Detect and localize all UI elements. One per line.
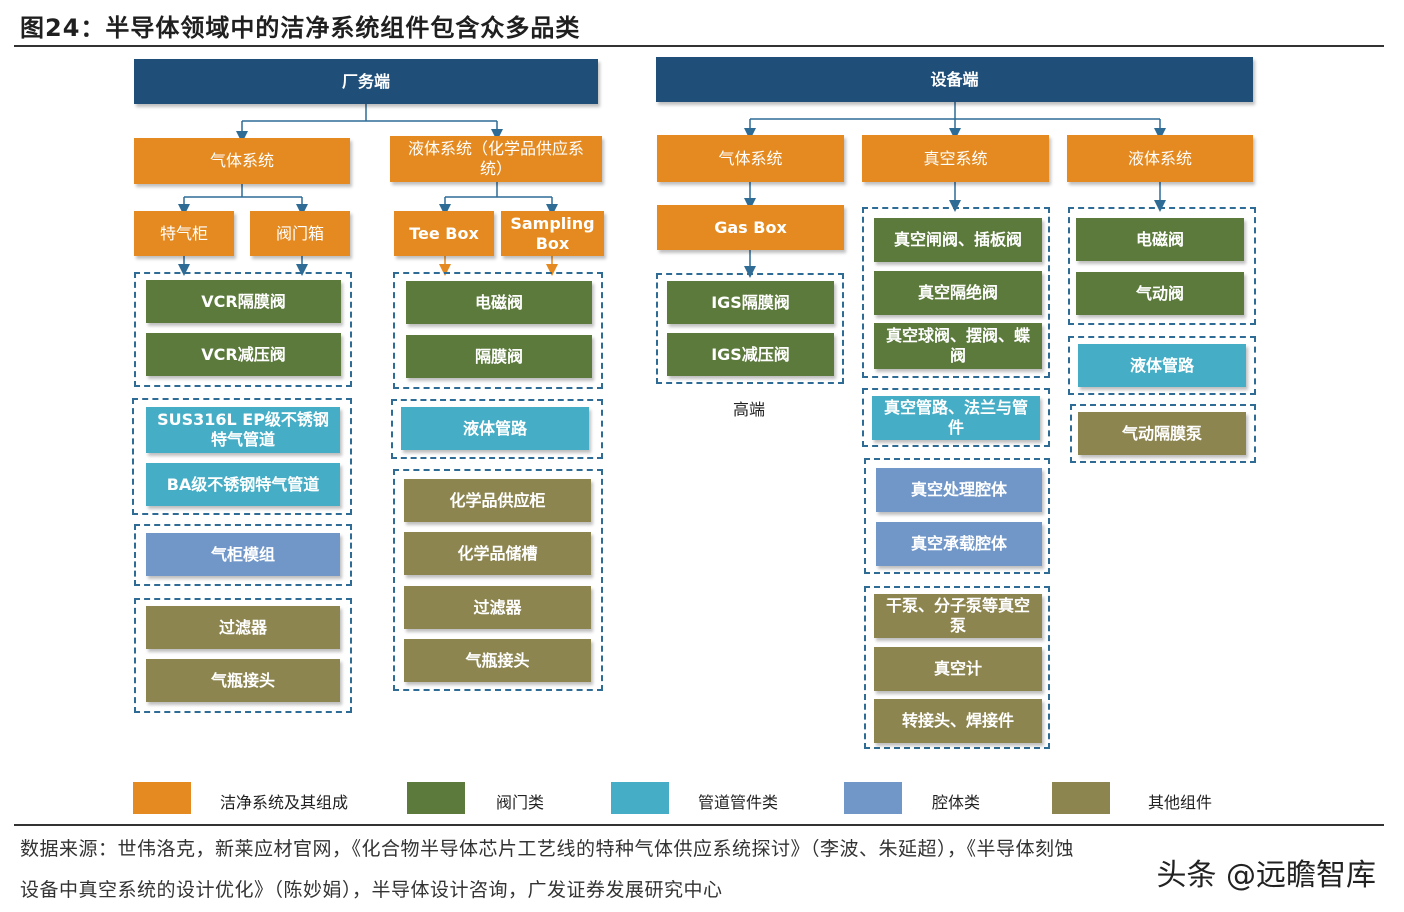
gas-cabinet-module: 气柜模组	[146, 533, 340, 576]
equipment-liquid-valves-group	[1068, 207, 1256, 325]
legend-label-valves: 阀门类	[496, 793, 545, 812]
vacuum-ball-valve: 真空球阀、摆阀、蝶阀	[874, 323, 1042, 369]
equipment-liquid-pipe: 液体管路	[1078, 344, 1246, 387]
vcr-pressure-reducing-valve: VCR减压阀	[146, 333, 341, 376]
factory-gas-system: 气体系统	[134, 138, 350, 184]
vacuum-isolation-valve: 真空隔绝阀	[874, 271, 1042, 315]
legend-label-others: 其他组件	[1148, 793, 1213, 812]
equipment-header: 设备端	[656, 57, 1253, 102]
equipment-liquid-system: 液体系统	[1067, 135, 1253, 182]
vacuum-chambers-group	[864, 458, 1050, 574]
legend-label-chambers: 腔体类	[932, 793, 981, 812]
chemical-supply-cabinet: 化学品供应柜	[404, 479, 591, 522]
factory-liquid-pipe-group	[391, 399, 603, 459]
factory-liquid-pipe: 液体管路	[401, 407, 589, 450]
factory-liquid-others-group	[393, 469, 603, 691]
equipment-liquid-others-group	[1070, 404, 1256, 463]
legend-swatch-valves	[407, 782, 465, 814]
factory-solenoid-valve: 电磁阀	[406, 281, 592, 324]
footer-rule	[14, 824, 1384, 826]
factory-gas-pipes-group	[132, 398, 352, 515]
chemical-storage-tank: 化学品储槽	[404, 532, 591, 575]
pneumatic-valve: 气动阀	[1076, 272, 1244, 315]
equipment-liquid-pipe-group	[1068, 336, 1256, 395]
factory-gas-filter: 过滤器	[146, 606, 340, 649]
factory-liquid-filter: 过滤器	[404, 586, 591, 629]
legend-swatch-clean-system	[133, 782, 191, 814]
high-end-label: 高端	[733, 400, 766, 419]
igs-valves-group	[656, 273, 844, 384]
factory-liquid-cylinder-fitting: 气瓶接头	[404, 639, 591, 682]
factory-diaphragm-valve: 隔膜阀	[406, 335, 592, 378]
ba-pipe: BA级不锈钢特气管道	[146, 463, 340, 506]
vacuum-pipe: 真空管路、法兰与管件	[872, 396, 1040, 440]
gas-box: Gas Box	[657, 205, 844, 250]
vacuum-processing-chamber: 真空处理腔体	[876, 468, 1042, 512]
tee-box: Tee Box	[394, 211, 494, 256]
legend-label-clean-system: 洁净系统及其组成	[220, 793, 349, 812]
legend-label-pipes: 管道管件类	[698, 793, 779, 812]
gas-module-group	[134, 524, 352, 586]
vacuum-carrier-chamber: 真空承载腔体	[876, 522, 1042, 566]
valve-box: 阀门箱	[250, 211, 350, 256]
igs-pressure-reducing-valve: IGS减压阀	[667, 333, 834, 376]
equipment-gas-system: 气体系统	[657, 135, 844, 182]
equipment-vacuum-system: 真空系统	[862, 135, 1049, 182]
factory-liquid-valves-group	[393, 272, 603, 389]
factory-liquid-system: 液体系统（化学品供应系统）	[390, 136, 602, 182]
vcr-diaphragm-valve: VCR隔膜阀	[146, 280, 341, 323]
factory-gas-valves-group	[134, 272, 352, 387]
adapter-weld-part: 转接头、焊接件	[874, 699, 1042, 743]
equipment-solenoid-valve: 电磁阀	[1076, 218, 1244, 261]
vacuum-pump: 干泵、分子泵等真空泵	[874, 594, 1042, 638]
source-line-1: 数据来源：世伟洛克，新莱应材官网，《化合物半导体芯片工艺线的特种气体供应系统探讨…	[20, 838, 1075, 860]
factory-gas-others-group	[134, 598, 352, 713]
factory-header: 厂务端	[134, 59, 598, 104]
watermark: 头条 @远瞻智库	[1156, 858, 1376, 893]
sampling-box: Sampling Box	[501, 211, 604, 256]
vacuum-others-group	[864, 586, 1050, 749]
pneumatic-diaphragm-pump: 气动隔膜泵	[1078, 412, 1246, 455]
vacuum-pipe-group	[862, 388, 1050, 447]
legend-swatch-chambers	[844, 782, 902, 814]
special-gas-cabinet: 特气柜	[134, 211, 234, 256]
title-rule	[14, 45, 1384, 47]
igs-diaphragm-valve: IGS隔膜阀	[667, 281, 834, 324]
factory-gas-cylinder-fitting: 气瓶接头	[146, 659, 340, 702]
figure-title: 图24：半导体领域中的洁净系统组件包含众多品类	[20, 14, 581, 42]
sus316l-pipe: SUS316L EP级不锈钢特气管道	[146, 407, 340, 453]
vacuum-gauge: 真空计	[874, 647, 1042, 691]
source-line-2: 设备中真空系统的设计优化》（陈妙娟），半导体设计咨询，广发证券发展研究中心	[20, 879, 723, 901]
vacuum-valves-group	[862, 207, 1050, 378]
vacuum-gate-valve: 真空闸阀、插板阀	[874, 218, 1042, 262]
legend-swatch-pipes	[611, 782, 669, 814]
legend-swatch-others	[1052, 782, 1110, 814]
